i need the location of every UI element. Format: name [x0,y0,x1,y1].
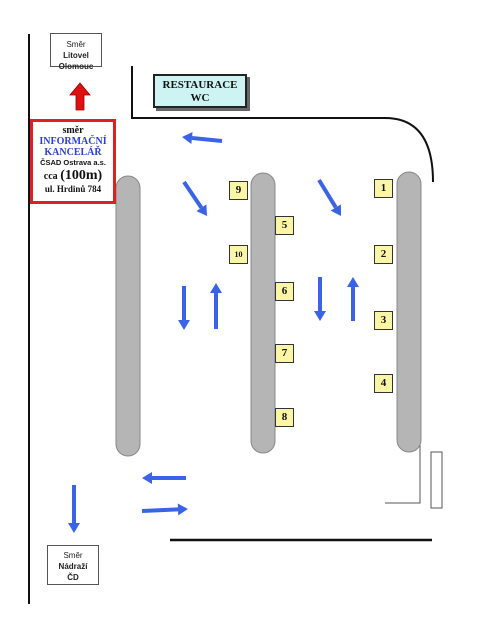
arrow-icon [142,472,152,484]
info-company: ČSAD Ostrava a.s. [40,158,106,167]
arrow-icon-shaft [191,136,223,143]
arrow-icon [314,311,326,321]
arrow-icon [347,277,359,287]
arrow-icon [178,320,190,330]
arrow-icon [68,523,80,533]
sign-south-direction: Směr Nádraží ČD [47,545,99,585]
info-office-box: směr INFORMAČNÍ KANCELÁŘ ČSAD Ostrava a.… [30,119,116,204]
bay-7: 7 [275,344,294,363]
arrow-icon-shaft [141,507,179,513]
sign-south-line1: Směr [63,551,83,560]
red-up-arrow-icon [69,82,91,111]
info-direction-word: směr [62,125,84,136]
bay-10: 10 [229,245,248,264]
info-distance-line: cca (100m) [33,168,113,184]
right-corner-line [385,440,421,504]
top-boundary-line [131,66,434,183]
platform-right [396,171,422,453]
wc-label: WC [190,92,210,104]
right-small-rectangle [430,451,443,509]
sign-south-line2: Nádraží [58,562,88,571]
sign-north-line2: Litovel [63,51,89,60]
info-distance-value: (100m) [60,168,103,183]
arrow-icon [330,204,341,216]
bay-4: 4 [374,374,393,393]
arrow-icon [177,503,188,516]
restaurant-wc-box: RESTAURACE WC [153,74,247,108]
bay-5: 5 [275,216,294,235]
info-office-line2: KANCELÁŘ [44,147,102,158]
arrow-icon [210,283,222,293]
sign-north-direction: Směr Litovel Olomouc [50,33,102,71]
direction-arrows [68,132,359,533]
arrow-icon [182,132,193,144]
arrow-icon [196,204,207,216]
bay-3: 3 [374,311,393,330]
bay-2: 2 [374,245,393,264]
restaurant-label: RESTAURACE [162,79,238,91]
bay-6: 6 [275,282,294,301]
sign-south-line3: ČD [67,573,79,582]
bay-9: 9 [229,181,248,200]
platform-middle [250,172,276,454]
arrow-icon-shaft [317,178,338,209]
platform-left [115,175,141,457]
arrow-icon-shaft [182,180,204,209]
info-address: ul. Hrdinů 784 [44,184,102,194]
sign-north-line3: Olomouc [58,62,94,71]
info-office-line1: INFORMAČNÍ [39,136,107,147]
bay-8: 8 [275,408,294,427]
bay-1: 1 [374,179,393,198]
info-distance-prefix: cca [43,171,58,182]
sign-north-line1: Směr [66,40,86,49]
